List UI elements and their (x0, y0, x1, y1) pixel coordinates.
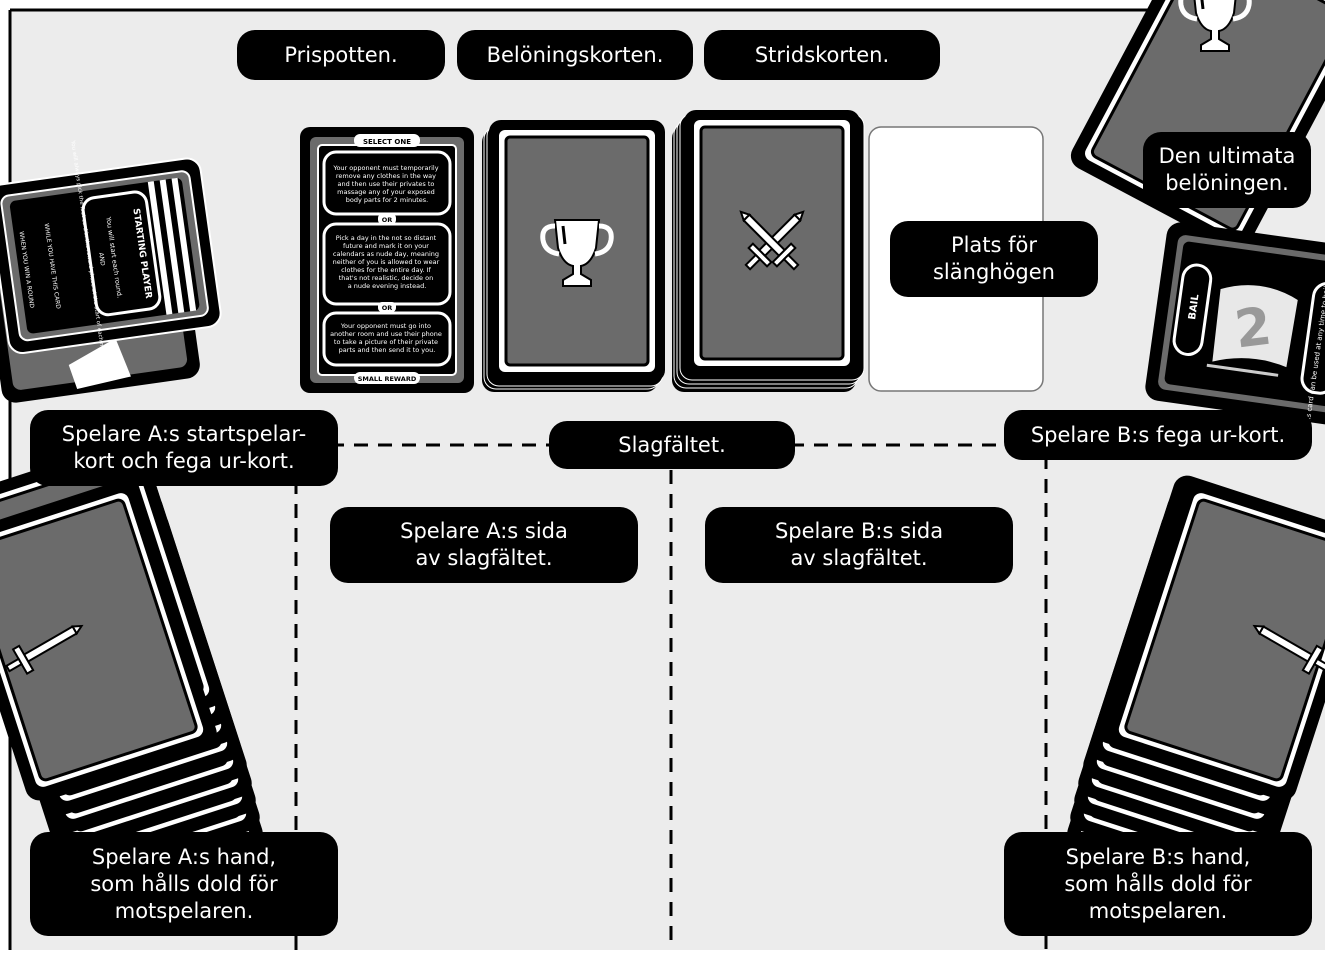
label-reward-cards: Belöningskorten. (457, 30, 693, 80)
prize-card-footer: SMALL REWARD (358, 375, 417, 383)
starting-card-connector: AND (97, 252, 106, 266)
label-player-a-start-cards: Spelare A:s startspelar- kort och fega u… (30, 410, 338, 486)
label-player-b-chicken-card: Spelare B:s fega ur-kort. (1004, 410, 1312, 460)
battle-deck (672, 110, 865, 392)
label-player-b-hand: Spelare B:s hand, som hålls dold för mot… (1004, 832, 1312, 936)
prize-pot-card: SELECT ONE Your opponent must temporaril… (300, 127, 474, 393)
bail-card-title: BAIL (1187, 293, 1202, 320)
label-discard-place: Plats för slänghögen (890, 221, 1098, 297)
bail-card-number: 2 (1231, 297, 1274, 361)
svg-text:Your opponent must go into: Your opponent must go into another room … (330, 322, 444, 354)
player-a-starting-card: STARTING PLAYER You will start each roun… (0, 139, 222, 374)
label-player-b-side: Spelare B:s sida av slagfältet. (705, 507, 1013, 583)
prize-card-header: SELECT ONE (363, 138, 411, 146)
label-player-a-side: Spelare A:s sida av slagfältet. (330, 507, 638, 583)
player-b-bail-card: BAIL 2 This card can be used at any time… (1145, 222, 1325, 431)
svg-text:Pick a day in the not so dista: Pick a day in the not so distant future … (333, 234, 442, 290)
reward-deck (482, 120, 665, 392)
svg-text:Your opponent must temporarily: Your opponent must temporarily remove an… (332, 164, 440, 204)
prize-card-or-2: OR (382, 304, 393, 312)
label-player-a-hand: Spelare A:s hand, som hålls dold för mot… (30, 832, 338, 936)
prize-card-or-1: OR (382, 216, 393, 224)
label-prize-pot: Prispotten. (237, 30, 445, 80)
label-ultimate-reward: Den ultimata belöningen. (1143, 132, 1311, 208)
label-battle-cards: Stridskorten. (704, 30, 940, 80)
label-battlefield: Slagfältet. (549, 421, 795, 469)
